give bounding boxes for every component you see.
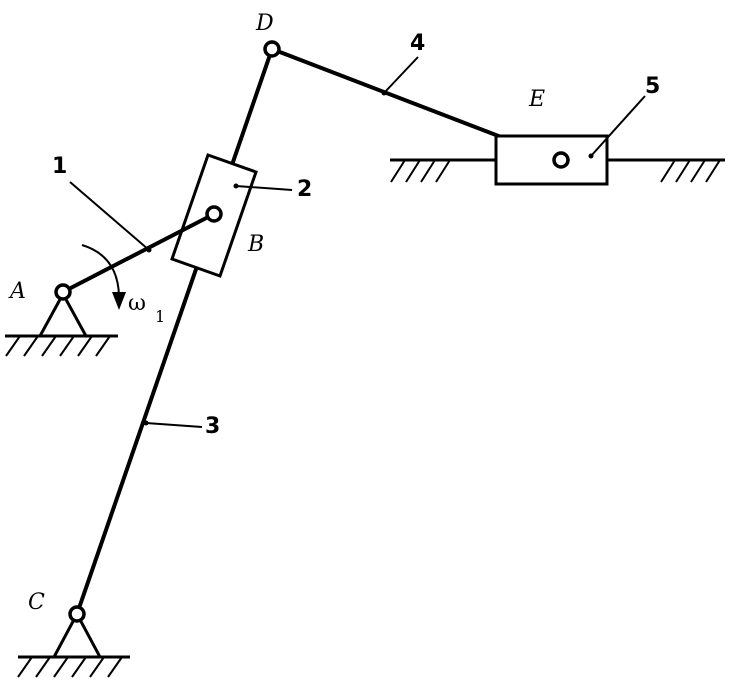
joint-b xyxy=(205,205,223,223)
label-omega: ω xyxy=(128,291,146,316)
label-link-2: 2 xyxy=(297,177,312,202)
label-link-3: 3 xyxy=(205,414,220,439)
ground-support-c xyxy=(17,610,130,678)
link-3-rocker xyxy=(75,47,274,616)
link-1-crank xyxy=(61,212,216,294)
label-point-d: D xyxy=(255,11,274,36)
slider-block-5 xyxy=(494,134,609,186)
leader-lines xyxy=(69,56,646,428)
slider-guide-ground xyxy=(390,158,725,183)
leader-dot-2 xyxy=(233,183,239,189)
leader-dot-1 xyxy=(146,247,152,253)
ground-support-a xyxy=(5,290,118,357)
label-point-e: E xyxy=(528,87,545,112)
joint-d xyxy=(263,40,281,58)
leader-dot-3 xyxy=(143,420,149,426)
label-link-5: 5 xyxy=(645,74,660,99)
leader-dot-4 xyxy=(381,90,387,96)
joint-e xyxy=(552,151,570,169)
angular-velocity-arrowhead xyxy=(112,292,126,310)
joint-a xyxy=(54,283,72,301)
leader-dot-5 xyxy=(588,153,594,159)
angular-velocity-arrow xyxy=(81,244,120,297)
label-link-1: 1 xyxy=(52,154,67,179)
joint-c xyxy=(68,605,86,623)
label-omega-subscript: 1 xyxy=(155,307,165,326)
label-link-4: 4 xyxy=(410,31,425,56)
label-point-a: A xyxy=(8,279,26,304)
label-point-b: B xyxy=(247,232,264,257)
label-point-c: C xyxy=(28,590,45,615)
